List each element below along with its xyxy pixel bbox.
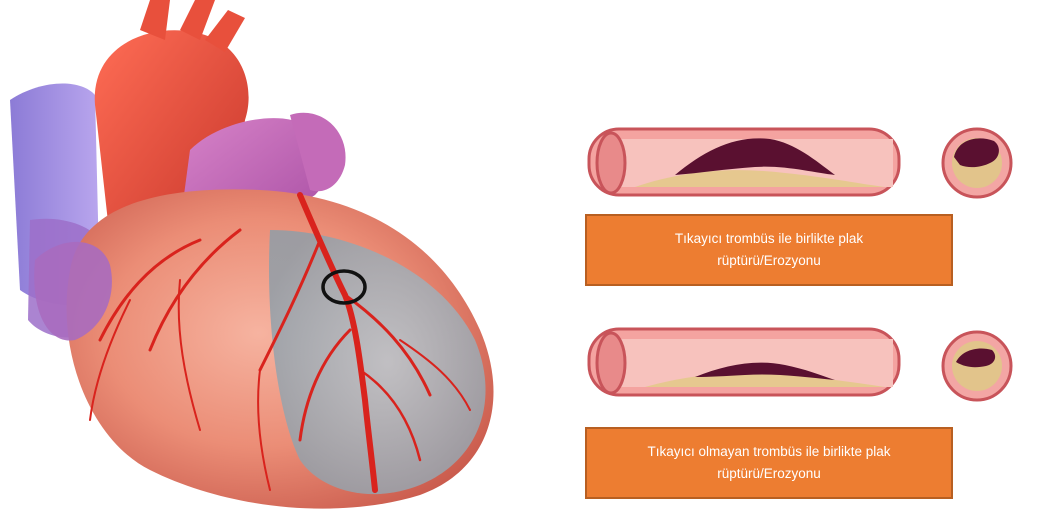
caption-non-occlusive-thrombus: Tıkayıcı olmayan trombüs ile birlikte pl… xyxy=(585,427,953,499)
artery-cross-section-occlusive xyxy=(940,125,1015,200)
caption-non-occlusive-line1: Tıkayıcı olmayan trombüs ile birlikte pl… xyxy=(647,441,890,463)
heart-illustration xyxy=(0,0,560,519)
artery-cross-section-non-occlusive xyxy=(940,328,1015,403)
caption-occlusive-thrombus: Tıkayıcı trombüs ile birlikte plak rüptü… xyxy=(585,214,953,286)
caption-occlusive-line2: rüptürü/Erozyonu xyxy=(675,250,863,272)
artery-longitudinal-occlusive xyxy=(585,125,905,200)
caption-occlusive-line1: Tıkayıcı trombüs ile birlikte plak xyxy=(675,228,863,250)
artery-longitudinal-non-occlusive xyxy=(585,325,905,400)
caption-non-occlusive-line2: rüptürü/Erozyonu xyxy=(647,463,890,485)
